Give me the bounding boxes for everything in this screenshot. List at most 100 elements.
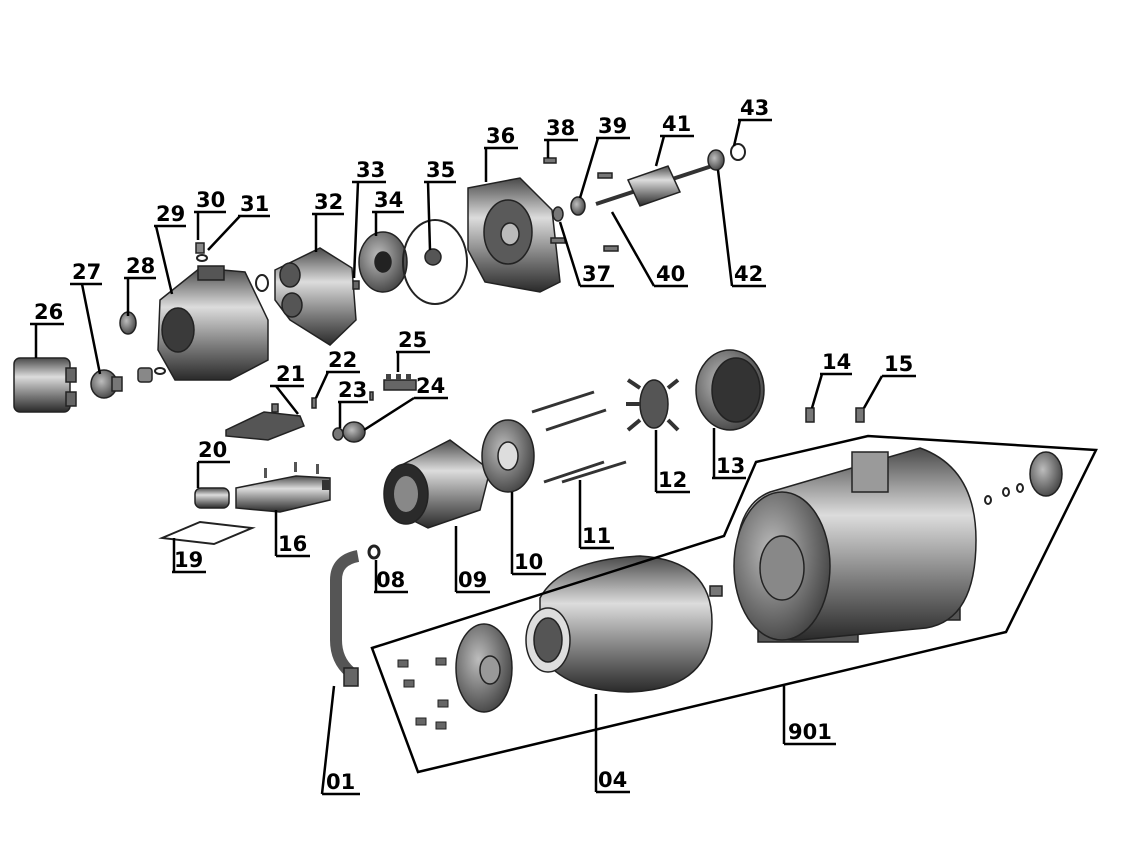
part-29-pump-housing [157, 265, 269, 381]
leader-34 [372, 210, 404, 236]
leader-09 [454, 526, 490, 594]
part-42-bearing [707, 149, 725, 171]
leader-16 [274, 510, 310, 558]
leader-08 [374, 560, 408, 594]
label-22: 22 [328, 348, 357, 372]
label-27: 27 [72, 260, 101, 284]
leader-42 [716, 169, 766, 288]
label-04: 04 [598, 768, 627, 792]
part-24-switch [342, 421, 366, 443]
label-35: 35 [426, 158, 455, 182]
part-22-screw [311, 397, 317, 409]
label-41: 41 [662, 112, 691, 136]
leader-37 [558, 221, 614, 288]
leader-24 [363, 396, 448, 432]
leader-39 [578, 136, 630, 199]
part-plug [137, 367, 153, 383]
part-flange-bolts [397, 657, 449, 730]
assembly-901-outline [370, 434, 1098, 774]
leader-13 [712, 428, 746, 480]
part-37-washer [552, 206, 564, 222]
leader-12 [654, 430, 690, 494]
part-37-screw [550, 237, 566, 244]
leader-40 [610, 211, 688, 288]
label-33: 33 [356, 158, 385, 182]
part-16-capacitor-box [235, 462, 331, 513]
label-20: 20 [198, 438, 227, 462]
label-13: 13 [716, 454, 745, 478]
label-42: 42 [734, 262, 763, 286]
part-01-pipe-end [343, 667, 359, 687]
leader-15 [862, 374, 916, 409]
part-20-capacitor [194, 487, 230, 509]
part-14-screw [805, 407, 815, 423]
part-washer-b [1002, 487, 1010, 497]
leader-38 [544, 138, 578, 158]
leader-29 [154, 224, 186, 295]
label-12: 12 [658, 468, 687, 492]
label-15: 15 [884, 352, 913, 376]
part-41-rotor [595, 164, 713, 207]
leader-901 [782, 686, 836, 746]
part-25-terminal-block [383, 374, 417, 391]
leader-25 [396, 350, 430, 372]
label-38: 38 [546, 116, 575, 140]
label-09: 09 [458, 568, 487, 592]
part-33-screw [352, 280, 360, 290]
leader-35 [424, 180, 456, 251]
part-01-pipe [330, 550, 360, 677]
part-23-ring [332, 427, 344, 441]
leader-30 [194, 210, 226, 240]
part-11-tie-rods [531, 390, 627, 484]
part-43-ring [730, 143, 746, 161]
leader-26 [30, 322, 64, 358]
part-35-oring [402, 219, 468, 305]
part-40-screw-a [597, 172, 613, 179]
label-23: 23 [338, 378, 367, 402]
leader-43 [732, 118, 772, 147]
label-10: 10 [514, 550, 543, 574]
label-40: 40 [656, 262, 685, 286]
part-15-screw [855, 407, 865, 423]
label-21: 21 [276, 362, 305, 386]
part-901-tank [733, 447, 977, 643]
label-34: 34 [374, 188, 403, 212]
part-38-screw [543, 157, 557, 164]
part-31-washer [196, 254, 208, 262]
part-washer-a [984, 495, 992, 505]
leader-41 [654, 134, 694, 167]
label-37: 37 [582, 262, 611, 286]
part-labels: 26 27 28 29 30 31 32 33 34 35 36 37 38 3… [34, 96, 913, 794]
leader-36 [484, 146, 518, 182]
part-oring-small [154, 367, 166, 375]
label-24: 24 [416, 374, 445, 398]
part-19-gasket [158, 520, 256, 546]
label-43: 43 [740, 96, 769, 120]
label-32: 32 [314, 190, 343, 214]
part-40-screw-b [603, 245, 619, 252]
leader-11 [578, 480, 614, 550]
part-12-fan [626, 378, 680, 432]
label-29: 29 [156, 202, 185, 226]
leader-28 [124, 276, 156, 316]
label-25: 25 [398, 328, 427, 352]
leader-20 [196, 460, 230, 488]
part-34-impeller [358, 231, 408, 293]
leader-01 [320, 685, 360, 796]
part-30-plug [195, 242, 205, 254]
part-end-cap [1029, 451, 1063, 497]
part-32-diffuser [255, 247, 357, 346]
label-08: 08 [376, 568, 405, 592]
leader-32 [312, 212, 344, 252]
leader-10 [510, 492, 546, 576]
leader-lines [30, 118, 916, 796]
part-13-fan-cover [695, 349, 765, 431]
label-19: 19 [174, 548, 203, 572]
label-11: 11 [582, 524, 611, 548]
leader-33 [352, 180, 386, 279]
label-30: 30 [196, 188, 225, 212]
leader-27 [70, 282, 102, 375]
part-39-bearing [570, 196, 586, 216]
